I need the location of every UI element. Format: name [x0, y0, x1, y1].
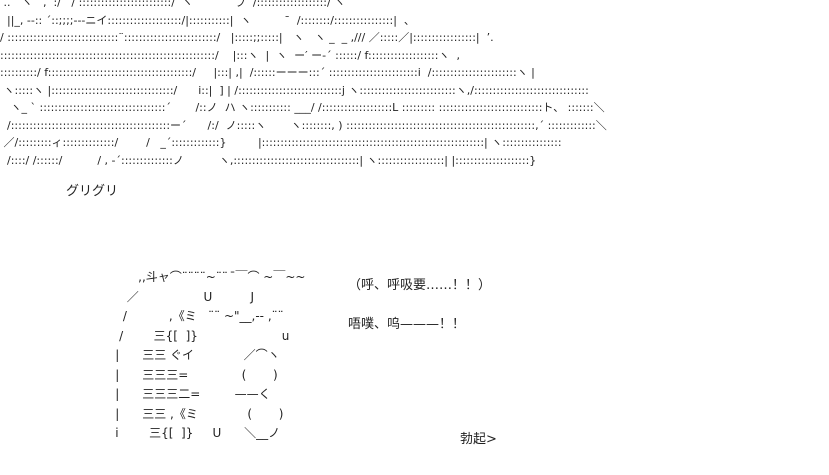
- caption-breathing: （呼、呼吸要……！！）: [348, 278, 492, 293]
- caption-sfx: 勃起>: [460, 432, 497, 447]
- caption-gurigiri: グリグリ: [66, 184, 119, 199]
- lower-ascii-art: ,,斗ャ⌒¨¨¨¨~¨¨ ̄￣⌒ ~￣~~ ／ U J / ,《ミ ¨¨ ~"_…: [115, 270, 306, 440]
- upper-ascii-art: ..⌒ヽ , :/ / :::::::::::::::::::::::::/ ヽ…: [0, 0, 607, 167]
- caption-moan: 唔噗、呜———！！: [348, 317, 466, 332]
